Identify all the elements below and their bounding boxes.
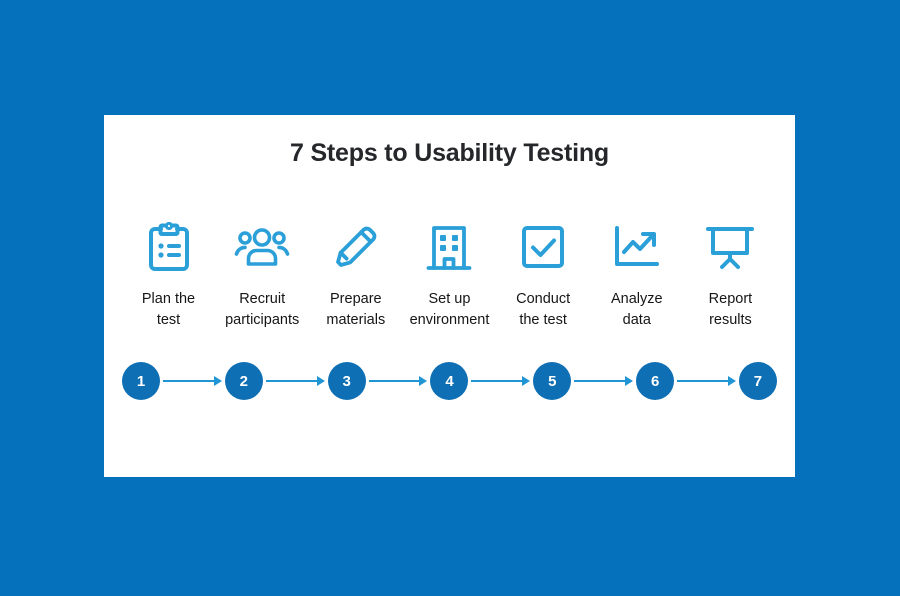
infographic-card: 7 Steps to Usability Testing	[104, 115, 795, 477]
step-number-3: 3	[327, 362, 366, 400]
arrow-3-to-4	[368, 376, 428, 386]
arrow-line	[471, 380, 524, 382]
arrow-5-to-6	[574, 376, 634, 386]
step-number-4: 4	[430, 362, 469, 400]
arrow-line	[368, 380, 421, 382]
arrow-2-to-3	[265, 376, 325, 386]
arrow-line	[574, 380, 627, 382]
building-icon	[426, 219, 472, 275]
step-label-3: Prepare materials	[326, 291, 386, 328]
arrow-line	[677, 380, 729, 382]
step-number-track: 1 2 3 4 5	[122, 361, 777, 401]
arrow-line	[265, 380, 318, 382]
step-item-3: Prepare materials	[309, 219, 402, 331]
arrow-head-icon	[213, 376, 222, 386]
step-label-4: Set up environment	[409, 291, 490, 328]
presentation-screen-icon	[705, 219, 755, 275]
step-number-7: 7	[738, 362, 777, 400]
arrow-head-icon	[625, 376, 634, 386]
step-item-1: Plan the test	[122, 219, 215, 331]
step-item-6: Analyze data	[590, 219, 683, 331]
clipboard-checklist-icon	[147, 219, 191, 275]
arrow-head-icon	[522, 376, 531, 386]
arrow-4-to-5	[471, 376, 531, 386]
step-number-5: 5	[533, 362, 572, 400]
arrow-head-icon	[316, 376, 325, 386]
arrow-head-icon	[727, 376, 736, 386]
step-label-7: Report results	[708, 291, 753, 328]
line-chart-up-arrow-icon	[612, 219, 662, 275]
arrow-line	[163, 380, 215, 382]
checkbox-check-icon	[520, 219, 566, 275]
step-item-5: Conduct the test	[497, 219, 590, 331]
step-item-7: Report results	[684, 219, 777, 331]
step-label-5: Conduct the test	[516, 291, 571, 328]
arrow-head-icon	[419, 376, 428, 386]
pencil-icon	[332, 219, 380, 275]
step-icons-row: Plan the test Recruit	[122, 219, 777, 331]
step-label-2: Recruit participants	[225, 291, 300, 328]
arrow-1-to-2	[163, 376, 222, 386]
step-item-4: Set up environment	[403, 219, 496, 331]
step-number-6: 6	[636, 362, 675, 400]
people-group-icon	[234, 219, 290, 275]
step-item-2: Recruit participants	[216, 219, 309, 331]
step-number-1: 1	[122, 362, 160, 400]
step-label-6: Analyze data	[610, 291, 663, 328]
page-title: 7 Steps to Usability Testing	[290, 139, 609, 167]
arrow-6-to-7	[677, 376, 736, 386]
step-number-2: 2	[224, 362, 263, 400]
step-label-1: Plan the test	[141, 291, 196, 328]
